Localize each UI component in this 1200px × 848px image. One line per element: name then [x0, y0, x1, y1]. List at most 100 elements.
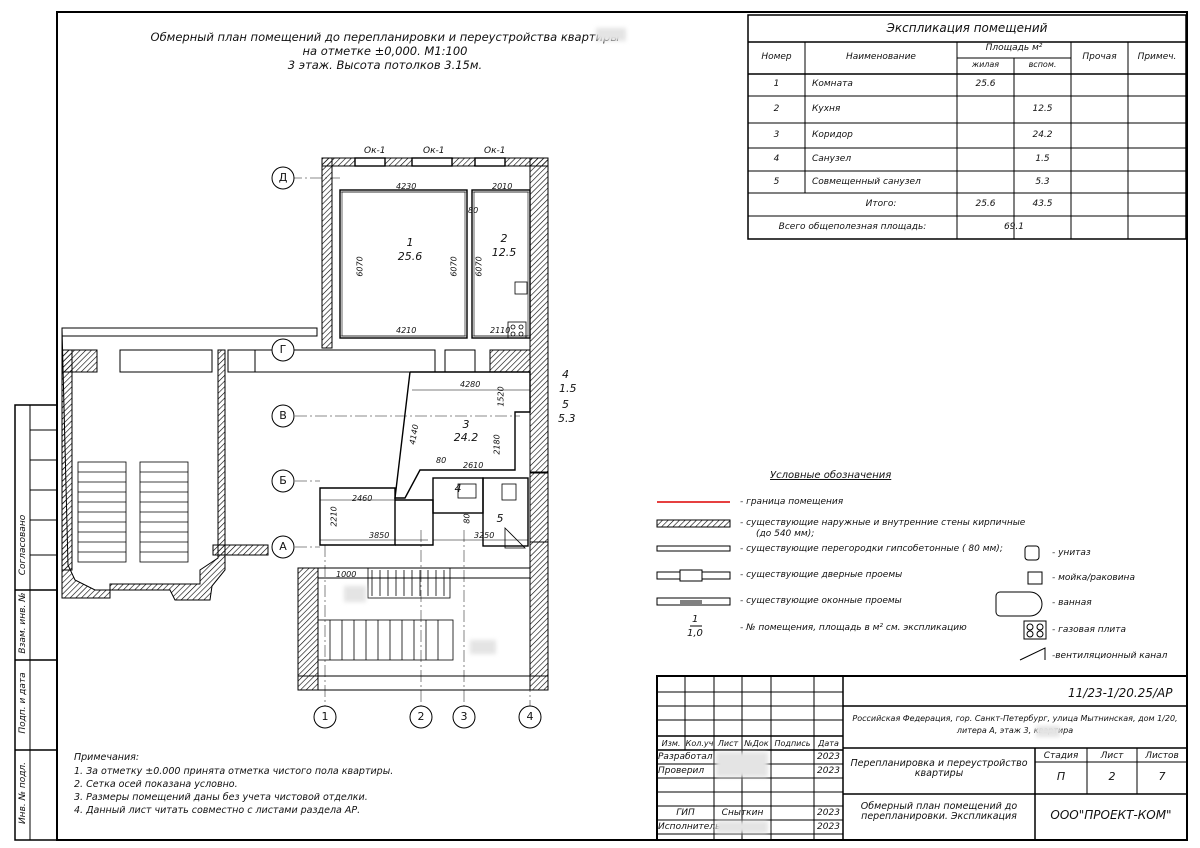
- legend-bath: - ванная: [1052, 598, 1092, 608]
- stamp-year-1: 2023: [817, 752, 840, 762]
- stamp-year-4: 2023: [817, 822, 840, 832]
- stamp-sheet: 2: [1108, 770, 1116, 783]
- axis-4: 4: [526, 710, 534, 723]
- fixtures: [457, 281, 528, 549]
- stamp-h-data: Дата: [818, 739, 839, 748]
- side-mark-4: 4: [562, 368, 569, 381]
- axis-B: Б: [279, 474, 287, 487]
- dim-2610: 2610: [463, 461, 484, 470]
- col-number-header: Номер: [761, 52, 792, 62]
- dim-6070c: 6070: [474, 256, 484, 277]
- notes-title: Примечания:: [74, 752, 140, 763]
- legend-gas-stove: - газовая плита: [1052, 625, 1126, 635]
- stamp-sheets-header: Листов: [1145, 751, 1179, 761]
- row-5-num: 5: [773, 177, 780, 187]
- dim-2180: 2180: [492, 434, 502, 455]
- legend-toilet: - унитаз: [1052, 548, 1091, 558]
- legend-item-doors: - существующие дверные проемы: [740, 570, 903, 580]
- axis-V: В: [279, 409, 287, 422]
- legend-sample-num: 1: [692, 614, 699, 625]
- legend-item-room-number: - № помещения, площадь в м² см. эксплика…: [740, 623, 967, 633]
- stamp-stage: П: [1056, 770, 1066, 783]
- total-label: Итого:: [865, 199, 897, 209]
- row-2-num: 2: [773, 104, 780, 114]
- redacted-apartment: [596, 28, 626, 41]
- stamp-project: Перепланировка и переустройство квартиры: [850, 758, 1028, 779]
- legend-item-walls: - существующие наружные и внутренние сте…: [740, 518, 1026, 528]
- legend-item-windows: - существующие оконные проемы: [740, 596, 902, 606]
- window-label-3: Ок-1: [484, 146, 506, 156]
- stamp-h-kol: Кол.уч: [685, 739, 714, 748]
- dim-1520: 1520: [496, 386, 506, 407]
- dim-3850: 3850: [369, 531, 390, 540]
- room-2-area: 12.5: [491, 246, 517, 259]
- sidebar-inv-number: Инв. № подл.: [18, 761, 28, 825]
- legend-title: Условные обозначения: [770, 470, 892, 481]
- window-label-2: Ок-1: [423, 146, 445, 156]
- row-1-name: Комната: [812, 79, 853, 89]
- row-1-num: 1: [773, 79, 780, 89]
- note-1: 1. За отметку ±0.000 принята отметка чис…: [74, 766, 394, 777]
- note-4: 4. Данный лист читать совместно с листам…: [74, 805, 361, 816]
- dim-80c: 80: [462, 513, 472, 524]
- stamp-h-izm: Изм.: [661, 739, 681, 748]
- axis-A: А: [279, 540, 287, 553]
- stamp-address-1: Российская Федерация, гор. Санкт-Петербу…: [852, 714, 1178, 723]
- legend-ventilation: -вентиляционный канал: [1052, 651, 1168, 661]
- side-mark-5: 5: [562, 398, 569, 411]
- dim-6070b: 6070: [449, 256, 459, 277]
- dim-80a: 80: [468, 206, 479, 215]
- col-note-header: Примеч.: [1137, 52, 1177, 62]
- redacted-executor: [716, 821, 768, 833]
- sidebar-approved: Согласовано: [18, 514, 28, 576]
- col-area-header: Площадь м²: [985, 43, 1043, 53]
- axis-G: Г: [279, 343, 287, 356]
- title-line-3: 3 этаж. Высота потолков 3.15м.: [287, 58, 483, 72]
- room-3-number: 3: [462, 418, 470, 431]
- redacted-label-a: [344, 586, 366, 602]
- row-4-name: Санузел: [812, 154, 852, 164]
- stamp-year-2: 2023: [817, 766, 840, 776]
- axis-2: 2: [417, 710, 425, 723]
- row-2-name: Кухня: [812, 104, 841, 114]
- side-mark-4-area: 1.5: [559, 382, 577, 395]
- legend-sample-area: 1,0: [687, 628, 703, 639]
- stamp-code: 11/23-1/20.25/АР: [1068, 686, 1173, 700]
- axis-3: 3: [460, 710, 468, 723]
- sidebar-strip: [14, 404, 58, 841]
- note-2: 2. Сетка осей показана условно.: [74, 779, 238, 790]
- room-1-number: 1: [406, 236, 414, 249]
- row-3-num: 3: [773, 130, 780, 140]
- dim-80b: 80: [436, 456, 447, 465]
- sidebar-sign-date: Подп. и дата: [18, 672, 28, 734]
- row-4-num: 4: [773, 154, 780, 164]
- dim-2110: 2110: [490, 326, 511, 335]
- total-aux: 43.5: [1032, 199, 1053, 209]
- grand-total-label: Всего общеполезная площадь:: [778, 222, 927, 232]
- row-2-aux: 12.5: [1032, 104, 1053, 114]
- axis-D: Д: [278, 171, 288, 184]
- title-line-2: на отметке ±0,000. М1:100: [302, 44, 468, 58]
- legend-sink: - мойка/раковина: [1052, 573, 1135, 583]
- room-4-number: 4: [454, 482, 462, 495]
- room-1-area: 25.6: [397, 250, 423, 263]
- window-label-1: Ок-1: [364, 146, 386, 156]
- dim-2210: 2210: [329, 506, 339, 527]
- row-4-aux: 1.5: [1035, 154, 1050, 164]
- drawing-title: Обмерный план помещений до перепланировк…: [140, 30, 630, 72]
- stamp-sheets: 7: [1158, 770, 1166, 783]
- row-5-name: Совмещенный санузел: [812, 177, 921, 187]
- stairs: [77, 461, 454, 661]
- stamp-year-3: 2023: [817, 808, 840, 818]
- col-name-header: Наименование: [846, 52, 916, 62]
- stamp-sheet-header: Лист: [1100, 751, 1124, 761]
- room-3-area: 24.2: [453, 431, 479, 444]
- row-3-name: Коридор: [812, 130, 853, 140]
- room-2-number: 2: [500, 232, 508, 245]
- legend-item-partitions: - существующие перегородки гипсобетонные…: [740, 544, 1003, 554]
- legend-item-boundary: - граница помещения: [740, 497, 844, 507]
- axis-1: 1: [321, 710, 329, 723]
- stamp-h-podp: Подпись: [774, 739, 811, 748]
- side-mark-5-area: 5.3: [558, 412, 576, 425]
- row-5-aux: 5.3: [1035, 177, 1050, 187]
